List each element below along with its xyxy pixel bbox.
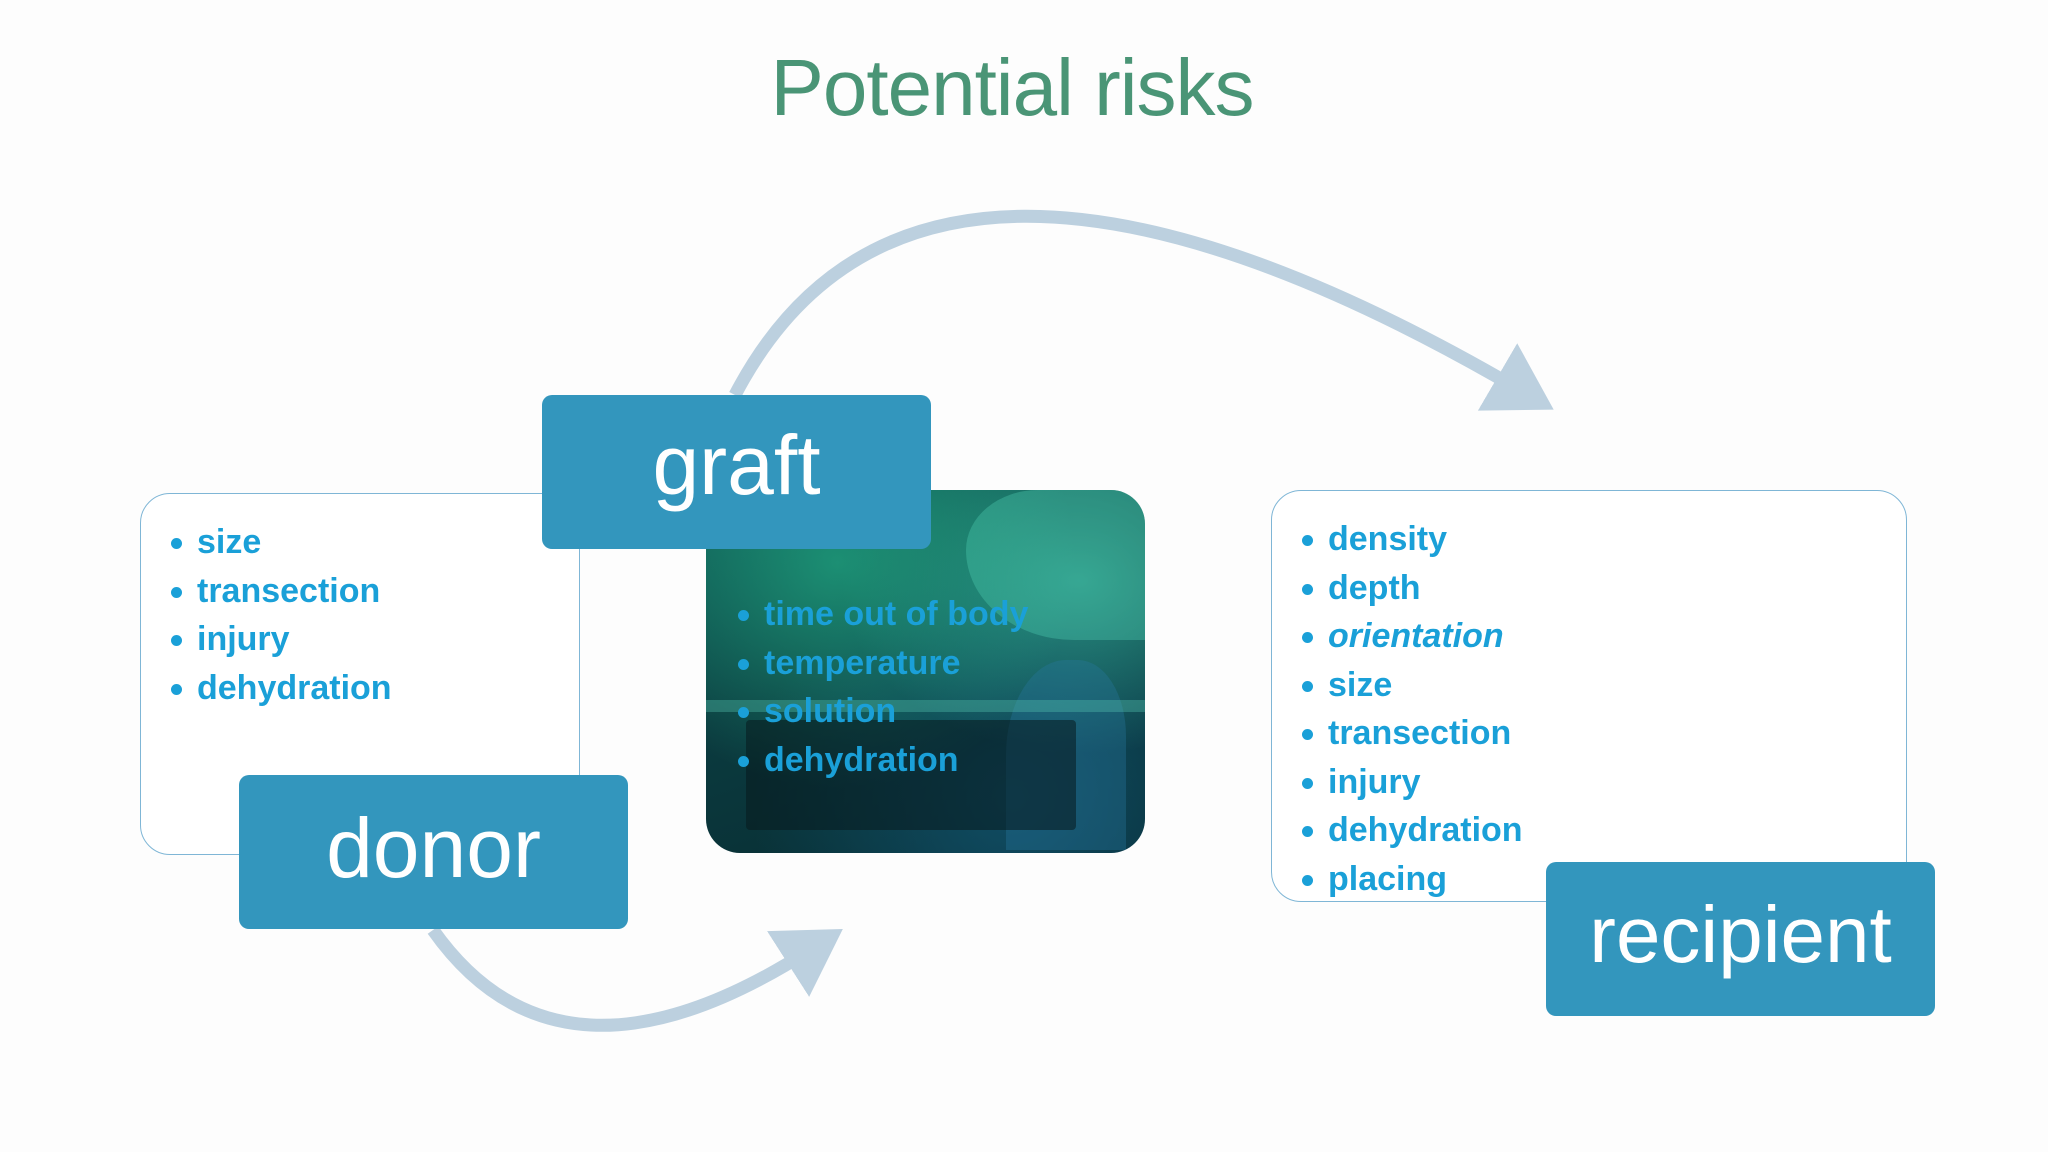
list-item: depth xyxy=(1300,564,1523,613)
list-item: transection xyxy=(169,567,392,616)
donor-risk-box: size transection injury dehydration xyxy=(140,493,580,855)
list-item: temperature xyxy=(736,639,1028,688)
list-item: injury xyxy=(1300,758,1523,807)
graft-label: graft xyxy=(542,395,931,549)
arrow-graft-to-recipient xyxy=(729,209,1554,411)
graft-photo: time out of body temperature solution de… xyxy=(706,490,1145,853)
list-item: transection xyxy=(1300,709,1523,758)
recipient-risk-box: density depth orientation size transecti… xyxy=(1271,490,1907,902)
donor-risk-list: size transection injury dehydration xyxy=(169,518,392,712)
list-item: solution xyxy=(736,687,1028,736)
list-item: placing xyxy=(1300,855,1523,904)
graft-risk-list: time out of body temperature solution de… xyxy=(736,590,1028,784)
list-item: time out of body xyxy=(736,590,1028,639)
recipient-risk-list: density depth orientation size transecti… xyxy=(1300,515,1523,903)
list-item: density xyxy=(1300,515,1523,564)
list-item: dehydration xyxy=(169,664,392,713)
donor-label: donor xyxy=(239,775,628,929)
list-item: dehydration xyxy=(1300,806,1523,855)
list-item: injury xyxy=(169,615,392,664)
recipient-label: recipient xyxy=(1546,862,1935,1016)
list-item: size xyxy=(1300,661,1523,710)
arrow-donor-to-graft xyxy=(427,926,843,1032)
list-item: dehydration xyxy=(736,736,1028,785)
list-item: size xyxy=(169,518,392,567)
list-item: orientation xyxy=(1300,612,1523,661)
page-title: Potential risks xyxy=(770,43,1255,132)
